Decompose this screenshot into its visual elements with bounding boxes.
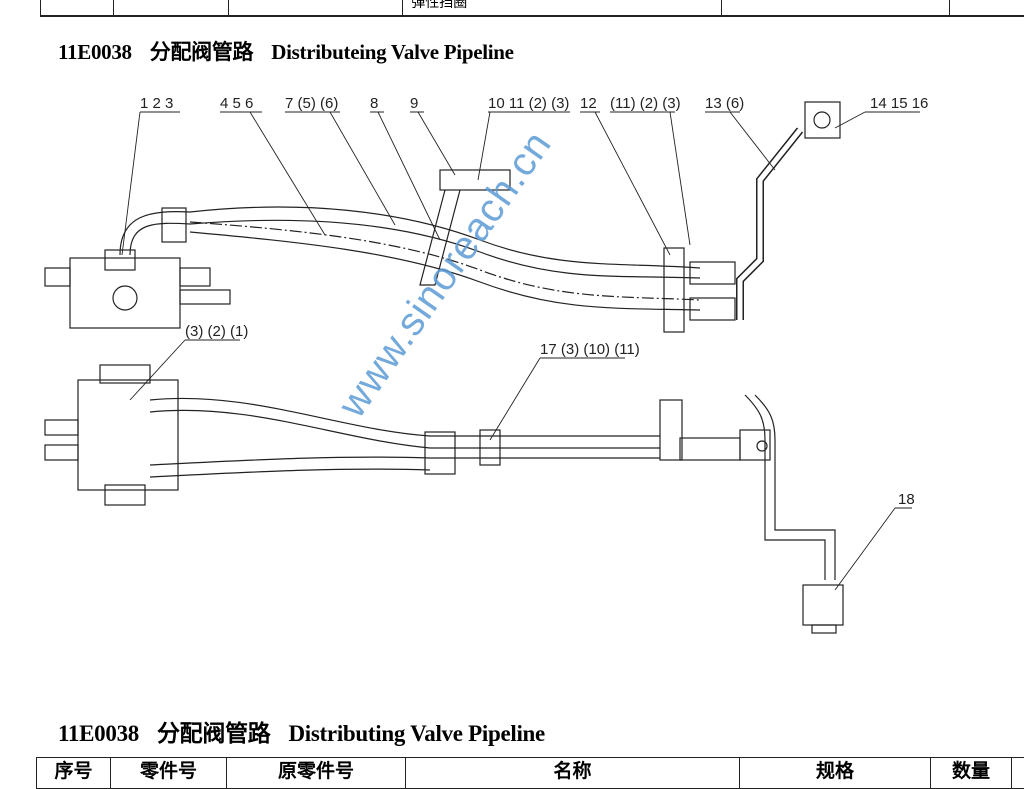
- callout: 17 (3) (10) (11): [540, 341, 640, 358]
- cell: [720, 0, 950, 15]
- cell: [112, 0, 228, 15]
- title-en: Distributeing Valve Pipeline: [271, 40, 514, 64]
- drawing-title: 11E0038 分配阀管路 Distributeing Valve Pipeline: [58, 36, 532, 66]
- part-code: 11E0038: [58, 721, 139, 746]
- cell: [949, 0, 1024, 15]
- callout: 7 (5) (6): [285, 95, 338, 112]
- header-index: 序号: [37, 758, 111, 788]
- previous-table-row: 弹性挡圈: [40, 0, 1024, 17]
- header-qty: 数量: [931, 758, 1012, 788]
- pipeline-drawing: 1 2 3 4 5 6 7 (5) (6) 8 9 10 11 (2) (3) …: [44, 95, 928, 634]
- cell: 弹性挡圈: [402, 0, 720, 15]
- cell: [227, 0, 403, 15]
- callout: (11) (2) (3): [610, 95, 681, 112]
- callout: (3) (2) (1): [185, 323, 248, 340]
- header-name: 名称: [406, 758, 740, 788]
- callout: 13 (6): [705, 95, 744, 112]
- lower-valve: [44, 364, 179, 506]
- table-title: 11E0038 分配阀管路 Distributing Valve Pipeline: [58, 714, 563, 748]
- callout: 14 15 16: [870, 95, 928, 112]
- callout: 12: [580, 95, 597, 112]
- cell: [40, 0, 113, 15]
- title-cn: 分配阀管路: [149, 40, 254, 64]
- callout: 1 2 3: [140, 95, 173, 112]
- parts-table-header: 序号 零件号 原零件号 名称 规格 数量: [36, 757, 1024, 789]
- header-spec: 规格: [740, 758, 931, 788]
- title-en: Distributing Valve Pipeline: [288, 721, 546, 746]
- callout: 9: [410, 95, 418, 112]
- upper-pipes: [119, 101, 841, 333]
- title-cn: 分配阀管路: [156, 721, 271, 746]
- callout: 10 11 (2) (3): [488, 95, 569, 112]
- header-part-no: 零件号: [111, 758, 227, 788]
- part-code: 11E0038: [58, 40, 132, 64]
- header-orig-part-no: 原零件号: [227, 758, 406, 788]
- lower-pipes: [149, 394, 844, 634]
- callout: 18: [898, 491, 915, 508]
- callout: 4 5 6: [220, 95, 253, 112]
- leader-lines: [121, 111, 920, 591]
- callout: 8: [370, 95, 378, 112]
- upper-valve: [44, 249, 231, 329]
